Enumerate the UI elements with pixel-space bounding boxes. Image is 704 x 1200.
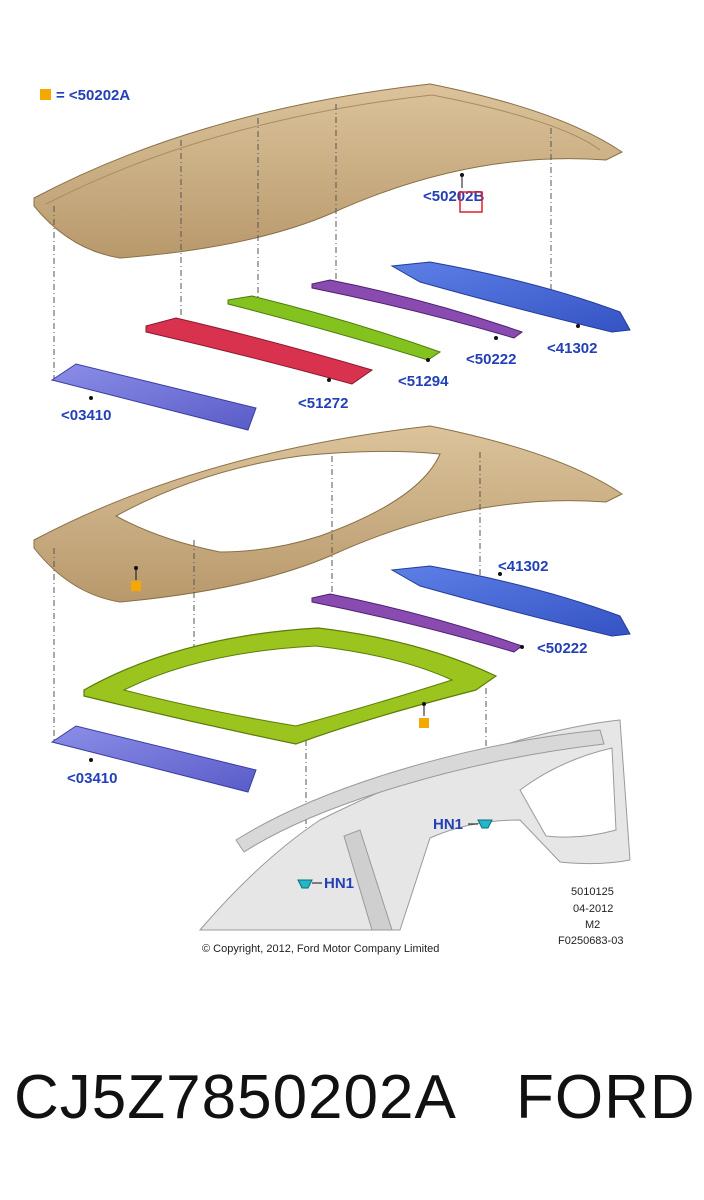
sunroof-frame xyxy=(83,627,498,745)
lower-leader-dots xyxy=(89,566,524,762)
drawing-id: F0250683-03 xyxy=(558,935,623,947)
roof-exploded-diagram: = <50202A <50202B < xyxy=(33,83,631,955)
label-rear-rail-lower: <41302 xyxy=(498,558,548,575)
copyright: © Copyright, 2012, Ford Motor Company Li… xyxy=(202,943,439,955)
label-roof-panel: <50202B xyxy=(423,188,484,205)
drawing-date: 04-2012 xyxy=(573,903,613,915)
label-rear-rail: <41302 xyxy=(547,340,597,357)
upper-roof-panel xyxy=(33,83,623,259)
label-clip-left: HN1 xyxy=(324,875,354,892)
legend-symbol xyxy=(40,89,51,100)
purple-roof-bow-upper xyxy=(311,279,524,339)
label-purple-bow-lower: <50222 xyxy=(537,640,587,657)
legend-text: = <50202A xyxy=(56,87,130,104)
caption-bar: CJ5Z7850202A FORD xyxy=(0,1062,704,1162)
drawing-number: 5010125 xyxy=(571,886,614,898)
marker-sunroof-frame xyxy=(419,718,429,728)
brand-name: FORD xyxy=(516,1063,696,1132)
label-green-bow: <51294 xyxy=(398,373,449,390)
label-clip-right: HN1 xyxy=(433,816,463,833)
vehicle-body-structure xyxy=(198,719,631,931)
part-number: CJ5Z7850202A xyxy=(14,1063,457,1132)
upper-leader-dots xyxy=(89,173,580,400)
rear-rail-lower xyxy=(390,565,631,637)
front-rail-upper xyxy=(50,363,257,431)
label-front-rail-lower: <03410 xyxy=(67,770,117,787)
label-front-rail: <03410 xyxy=(61,407,111,424)
drawing-revision: M2 xyxy=(585,919,600,931)
green-roof-bow xyxy=(227,295,442,361)
purple-roof-bow-lower xyxy=(311,593,524,653)
front-rail-lower xyxy=(50,725,257,793)
clip-hn1-right xyxy=(468,819,493,829)
label-purple-bow: <50222 xyxy=(466,351,516,368)
label-red-bow: <51272 xyxy=(298,395,348,412)
clip-hn1-left xyxy=(297,879,322,889)
lower-roof-panel-sunroof xyxy=(33,425,623,603)
highlight-box xyxy=(459,191,483,213)
marker-roof-panel xyxy=(131,581,141,591)
red-roof-bow xyxy=(145,317,374,385)
upper-drop-lines xyxy=(53,104,552,380)
rear-rail-upper xyxy=(390,261,631,333)
